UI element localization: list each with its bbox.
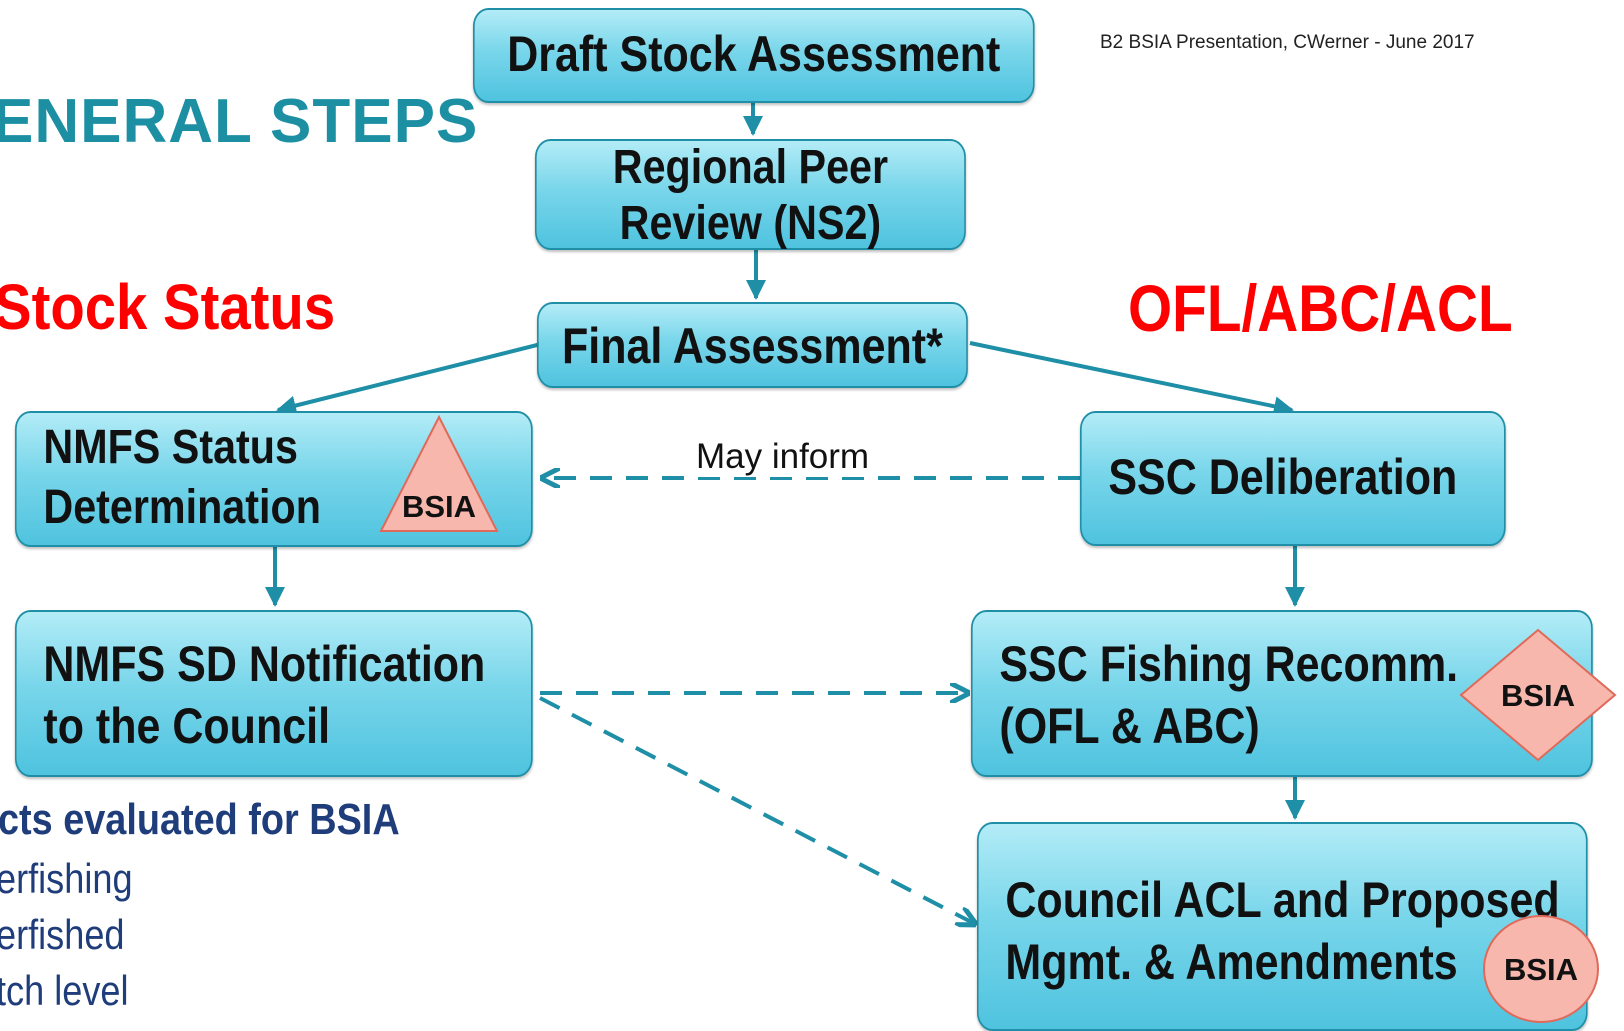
nmfs-status-line-1: NMFS Status bbox=[43, 421, 298, 474]
council-acl-box: Council ACL and Proposed Mgmt. & Amendme… bbox=[977, 822, 1588, 1031]
products-item-3: tch level bbox=[0, 967, 129, 1014]
bsia-triangle-label: BSIA bbox=[401, 489, 477, 524]
peer-review-line-2: Review (NS2) bbox=[619, 197, 882, 250]
stock-status-heading: Stock Status bbox=[0, 271, 336, 343]
bsia-diamond-label: BSIA bbox=[1500, 678, 1576, 713]
circle-shape-icon bbox=[1483, 915, 1599, 1023]
may-inform-label: May inform bbox=[692, 437, 874, 477]
nmfs-sd-notification-box: NMFS SD Notification to the Council bbox=[15, 610, 533, 777]
final-assessment-label: Final Assessment* bbox=[562, 318, 943, 374]
products-item-2: erfished bbox=[0, 911, 125, 958]
slide-title: ENERAL STEPS bbox=[0, 87, 479, 156]
triangle-shape-icon bbox=[379, 414, 499, 532]
ssc-fishing-recomm-box: SSC Fishing Recomm. (OFL & ABC) bbox=[971, 610, 1593, 777]
arrow-final-to-ssc bbox=[969, 341, 1294, 417]
nmfs-sd-line-2: to the Council bbox=[43, 698, 331, 754]
dashed-sd-to-council-arrow bbox=[539, 696, 975, 924]
draft-stock-assessment-label: Draft Stock Assessment bbox=[507, 26, 1001, 82]
draft-stock-assessment-box: Draft Stock Assessment bbox=[473, 8, 1035, 103]
council-acl-line-2: Mgmt. & Amendments bbox=[1005, 934, 1458, 990]
ssc-fishing-line-1: SSC Fishing Recomm. bbox=[999, 636, 1459, 692]
ssc-deliberation-box: SSC Deliberation bbox=[1080, 411, 1506, 546]
products-item-1: erfishing bbox=[0, 855, 133, 902]
council-acl-line-1: Council ACL and Proposed bbox=[1005, 872, 1560, 928]
ssc-fishing-line-2: (OFL & ABC) bbox=[999, 698, 1260, 754]
nmfs-status-line-2: Determination bbox=[43, 481, 321, 534]
peer-review-line-1: Regional Peer bbox=[612, 141, 889, 194]
final-assessment-box: Final Assessment* bbox=[537, 302, 968, 388]
credit-text: B2 BSIA Presentation, CWerner - June 201… bbox=[1100, 32, 1475, 53]
bsia-circle-label: BSIA bbox=[1503, 952, 1579, 987]
ofl-abc-acl-heading: OFL/ABC/ACL bbox=[1128, 271, 1513, 345]
bsia-triangle-badge: BSIA bbox=[378, 414, 500, 534]
arrow-final-to-status bbox=[276, 341, 546, 416]
bsia-diamond-badge: BSIA bbox=[1459, 628, 1617, 762]
diamond-shape-icon bbox=[1459, 628, 1617, 762]
ssc-deliberation-label: SSC Deliberation bbox=[1108, 449, 1458, 505]
products-heading: cts evaluated for BSIA bbox=[0, 795, 400, 844]
nmfs-sd-line-1: NMFS SD Notification bbox=[43, 636, 486, 692]
bsia-circle-badge: BSIA bbox=[1482, 914, 1600, 1024]
regional-peer-review-box: Regional Peer Review (NS2) bbox=[535, 139, 966, 250]
